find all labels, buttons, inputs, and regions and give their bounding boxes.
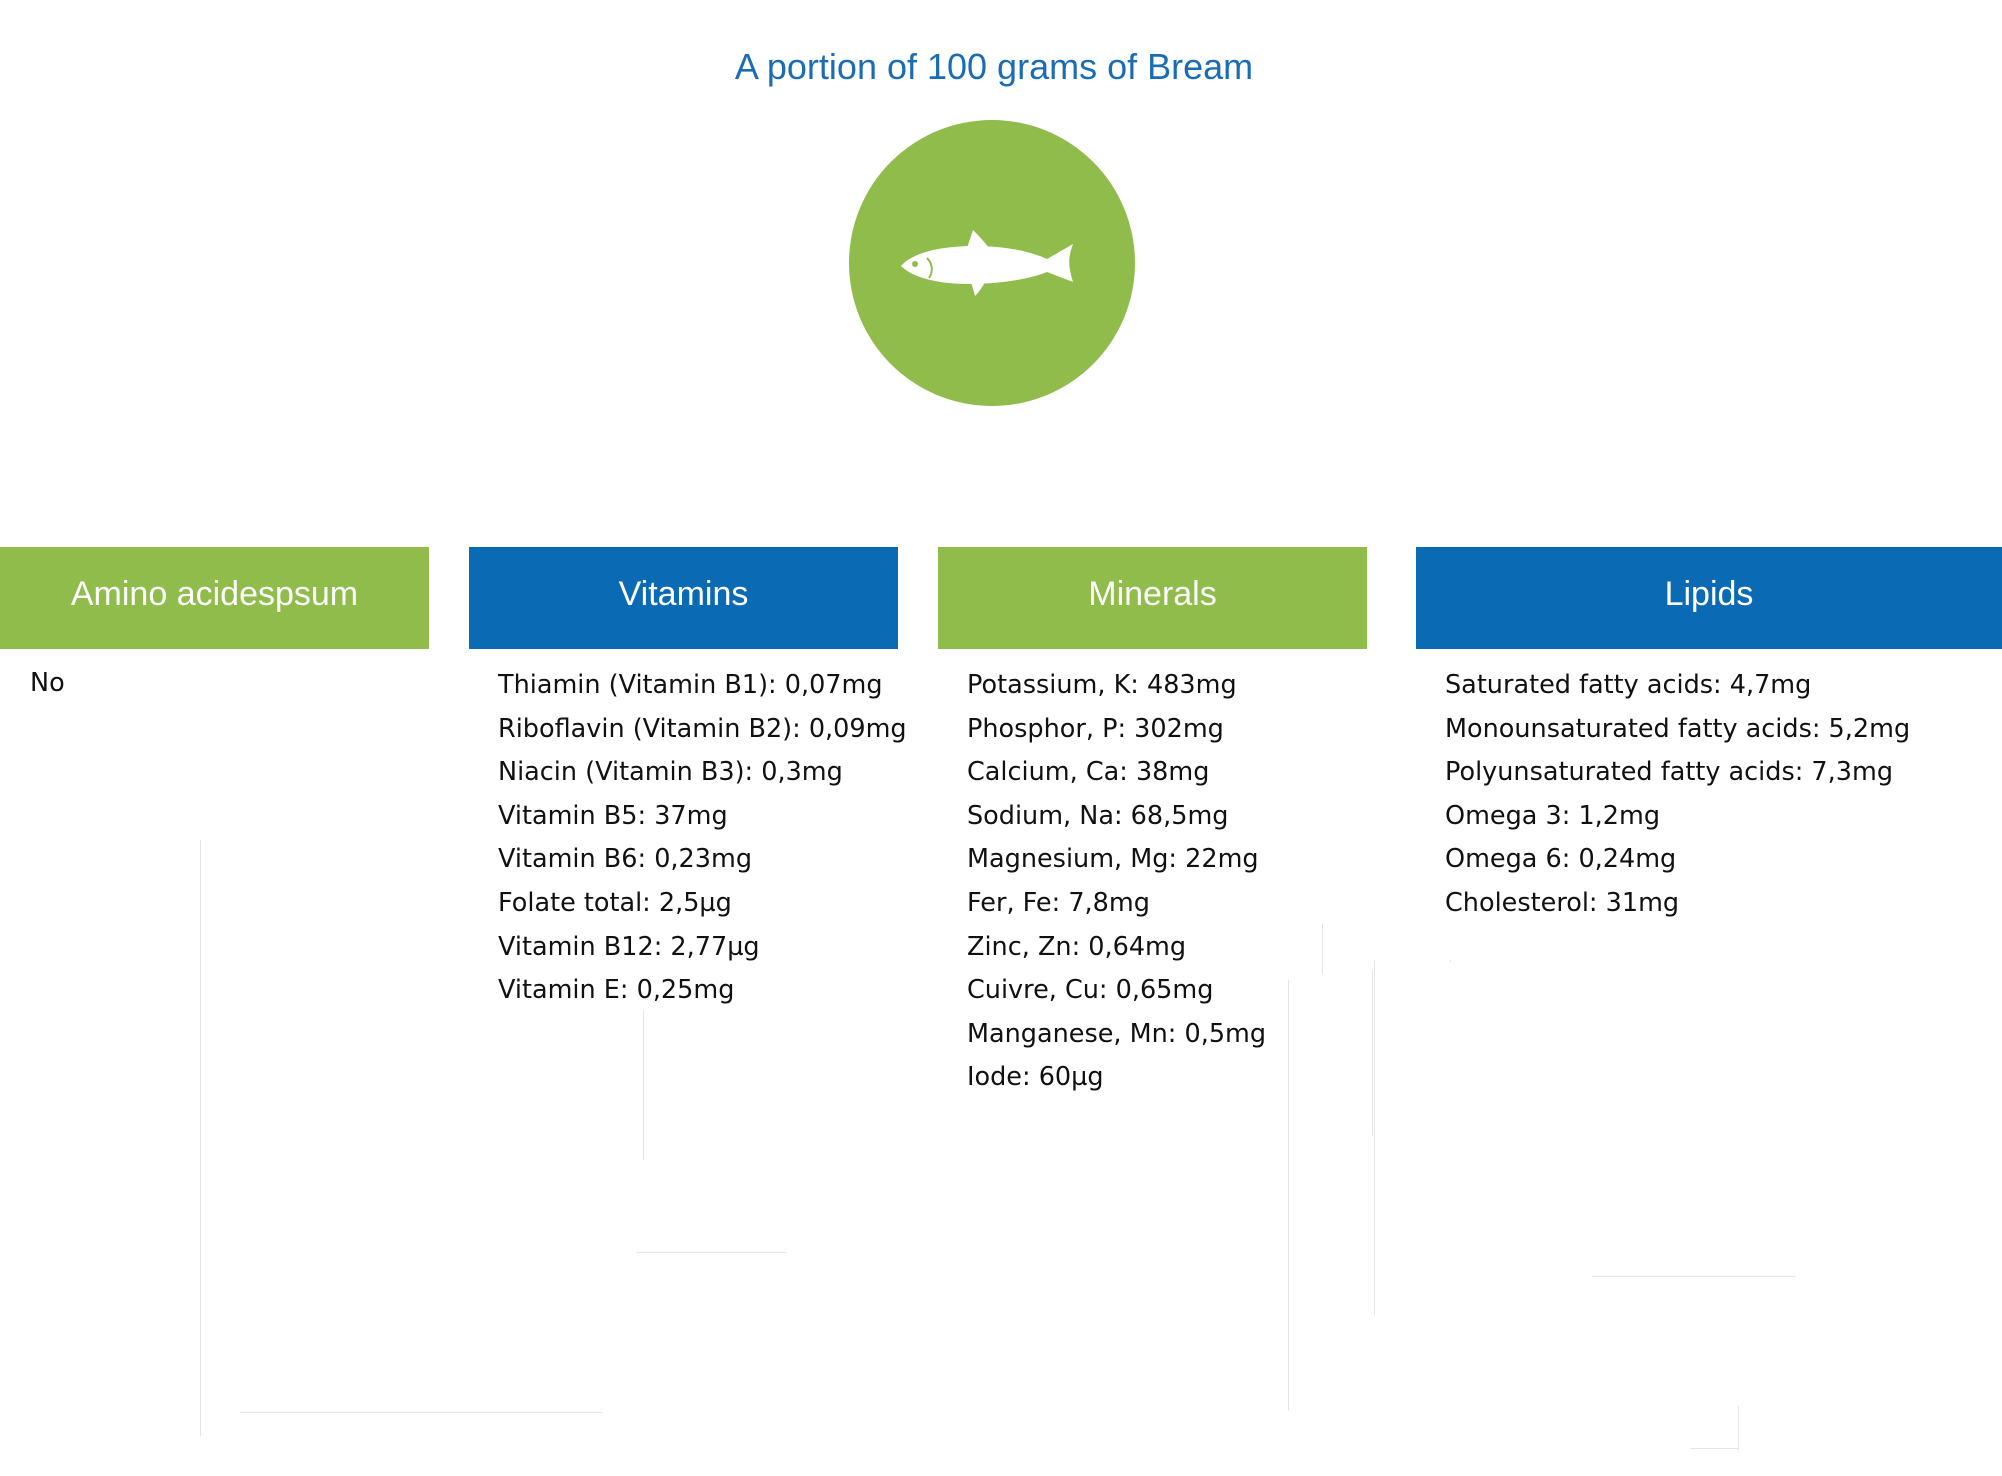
list-item: Calcium, Ca: 38mg: [967, 757, 1210, 788]
fish-badge: [849, 120, 1135, 406]
list-item: Vitamin B6: 0,23mg: [498, 844, 753, 875]
list-item: Fer, Fe: 7,8mg: [967, 887, 1150, 918]
fish-icon: [901, 230, 1073, 296]
list-item: Vitamin B12: 2,77µg: [498, 931, 760, 962]
minerals-list: Potassium, K: 483mg Phosphor, P: 302mg C…: [967, 664, 1266, 1100]
divider: [1738, 1406, 1739, 1450]
list-item: Iode: 60µg: [967, 1062, 1104, 1093]
column-header-label: Minerals: [1088, 574, 1217, 613]
lipids-list: Saturated fatty acids: 4,7mg Monounsatur…: [1445, 664, 1910, 926]
list-item: Saturated fatty acids: 4,7mg: [1445, 670, 1812, 700]
column-header-lipids: Lipids: [1416, 547, 2002, 649]
divider: [1288, 980, 1289, 1410]
list-item: Vitamin E: 0,25mg: [498, 975, 735, 1006]
divider: [643, 1010, 644, 1160]
list-item: Folate total: 2,5µg: [498, 887, 732, 918]
list-item: No: [30, 668, 65, 698]
divider: [1322, 924, 1323, 974]
page-title: A portion of 100 grams of Bream: [734, 46, 1254, 87]
list-item: Thiamin (Vitamin B1): 0,07mg: [498, 670, 883, 700]
list-item: Magnesium, Mg: 22mg: [967, 844, 1259, 875]
list-item: Vitamin B5: 37mg: [498, 800, 728, 831]
column-header-amino-acids: Amino acidespsum: [0, 547, 429, 649]
list-item: Cholesterol: 31mg: [1445, 887, 1680, 918]
list-item: Manganese, Mn: 0,5mg: [967, 1018, 1267, 1049]
column-header-label: Vitamins: [618, 574, 749, 613]
divider: [636, 1252, 786, 1253]
list-item: Niacin (Vitamin B3): 0,3mg: [498, 757, 843, 788]
list-item: Sodium, Na: 68,5mg: [967, 800, 1229, 831]
list-item: Cuivre, Cu: 0,65mg: [967, 975, 1214, 1006]
list-item: Riboflavin (Vitamin B2): 0,09mg: [498, 713, 907, 744]
list-item: Polyunsaturated fatty acids: 7,3mg: [1445, 757, 1894, 788]
list-item: Zinc, Zn: 0,64mg: [967, 931, 1187, 962]
amino-acids-list: No: [30, 662, 65, 706]
divider: [1374, 960, 1375, 1315]
divider: [1592, 1276, 1796, 1277]
column-header-minerals: Minerals: [938, 547, 1367, 649]
column-header-label: Amino acidespsum: [70, 574, 359, 613]
list-item: Monounsaturated fatty acids: 5,2mg: [1445, 713, 1911, 744]
divider: [1690, 1448, 1738, 1449]
column-header-vitamins: Vitamins: [469, 547, 898, 649]
list-item: Omega 6: 0,24mg: [1445, 844, 1677, 875]
divider: [1450, 960, 1451, 962]
list-item: Omega 3: 1,2mg: [1445, 800, 1661, 831]
divider: [240, 1412, 602, 1413]
vitamins-list: Thiamin (Vitamin B1): 0,07mg Riboflavin …: [498, 664, 907, 1013]
divider: [1372, 970, 1373, 1135]
divider: [200, 840, 201, 1436]
list-item: Phosphor, P: 302mg: [967, 713, 1224, 744]
list-item: Potassium, K: 483mg: [967, 670, 1237, 700]
column-header-label: Lipids: [1664, 574, 1754, 613]
